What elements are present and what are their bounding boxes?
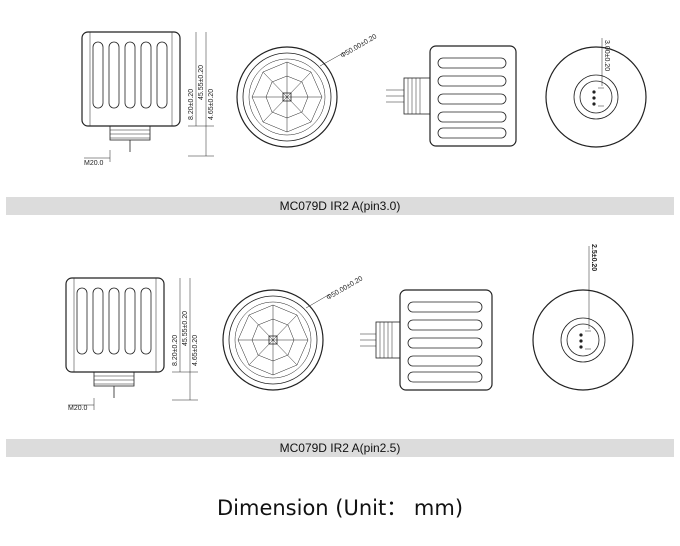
dim-diameter: Φ50.00±0.20 — [326, 275, 365, 301]
caption-bar: MC079D IR2 A(pin3.0) — [6, 197, 674, 215]
dim-d1: 8.20±0.20 — [172, 335, 179, 366]
front-view-lens: Φ50.00±0.20 — [236, 33, 379, 148]
dim-d2: 45.55±0.20 — [198, 65, 205, 100]
front-view-lens: Φ50.00±0.20 — [222, 275, 365, 391]
dim-d2: 45.55±0.20 — [182, 311, 189, 346]
dim-pin: 2.5±0.20 — [590, 244, 597, 271]
drawing-row-pin2-5-svg: 8.20±0.20 45.55±0.20 4.65±0.20 M20.0 Φ50… — [65, 244, 634, 412]
dim-d3: 4.65±0.20 — [192, 335, 199, 366]
dim-pin: 3.00±0.20 — [603, 40, 610, 71]
drawing-row-pin3: 8.20±0.20 45.55±0.20 4.65±0.20 M20.0 Φ50… — [0, 0, 680, 220]
caption-bar: MC079D IR2 A(pin2.5) — [6, 439, 674, 457]
dim-thread: M20.0 — [84, 160, 104, 167]
rear-view-connector: 3.00±0.20 — [545, 38, 647, 148]
side-view-rotated — [386, 45, 517, 147]
dim-d1: 8.20±0.20 — [188, 89, 195, 120]
drawing-row-pin2-5: 8.20±0.20 45.55±0.20 4.65±0.20 M20.0 Φ50… — [0, 240, 680, 460]
drawing-row-pin3-svg: 8.20±0.20 45.55±0.20 4.65±0.20 M20.0 Φ50… — [81, 31, 647, 167]
dim-diameter: Φ50.00±0.20 — [340, 33, 379, 59]
side-view-rotated — [360, 289, 493, 391]
dim-thread: M20.0 — [68, 405, 88, 412]
rear-view-connector: 2.5±0.20 — [532, 244, 634, 391]
side-view-left: 8.20±0.20 45.55±0.20 4.65±0.20 M20.0 — [65, 277, 199, 412]
side-view-left: 8.20±0.20 45.55±0.20 4.65±0.20 M20.0 — [81, 31, 215, 167]
dim-d3: 4.65±0.20 — [208, 89, 215, 120]
footer-title: Dimension (Unit： mm) — [216, 496, 464, 520]
